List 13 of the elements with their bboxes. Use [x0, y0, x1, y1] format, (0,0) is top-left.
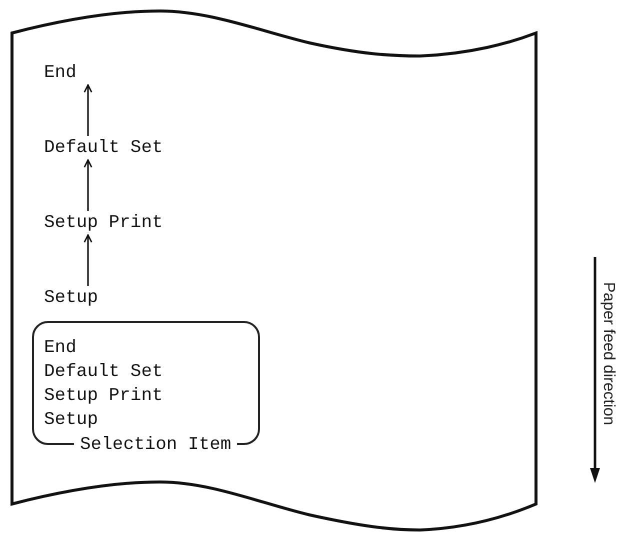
step-label: Setup Print: [44, 211, 163, 235]
step-label: End: [44, 61, 76, 85]
step-label: Setup: [44, 286, 98, 310]
arrow: [84, 84, 92, 136]
paper-sheet: [10, 9, 538, 534]
direction-label: Paper feed direction: [600, 282, 616, 426]
arrow: [84, 159, 92, 211]
option-text: Setup Print: [44, 385, 163, 408]
option-text: Default Set: [44, 361, 163, 384]
option-text: Setup: [44, 409, 98, 432]
option-text: End: [44, 337, 76, 360]
arrow: [84, 234, 92, 286]
step-label: Default Set: [44, 136, 163, 160]
